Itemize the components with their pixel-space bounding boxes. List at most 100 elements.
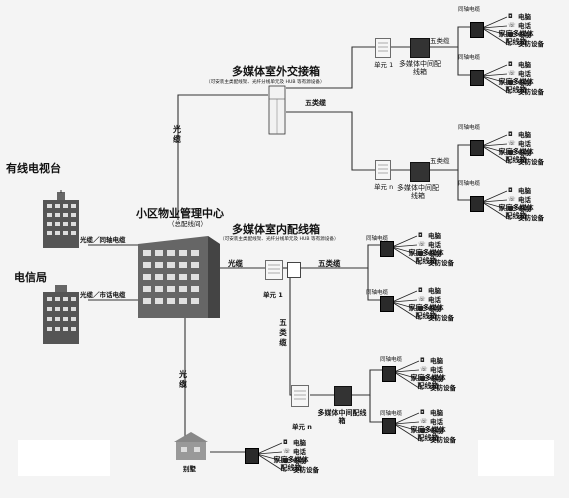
device-label: 安防设备 (428, 259, 454, 267)
phone-icon: ☏ (420, 366, 428, 373)
tv-icon: ■ (508, 149, 514, 156)
device-link (393, 369, 420, 373)
security-device-icon: ▯ (508, 88, 512, 95)
device-label: 电视 (518, 149, 531, 157)
computer-icon: ◘ (283, 439, 288, 446)
device-link (393, 360, 420, 373)
device-link (256, 442, 283, 455)
home-box (470, 196, 484, 212)
coax-label: 同轴电缆 (458, 55, 481, 61)
home-box (382, 366, 396, 382)
device-link (393, 371, 420, 389)
device-link (393, 423, 420, 432)
vertical-cat5-label: 五类缆 (279, 318, 287, 347)
coax-label: 同轴电缆 (458, 7, 481, 13)
phone-icon: ☏ (418, 296, 426, 303)
device-link (481, 201, 508, 210)
home-box (380, 241, 394, 257)
device-label: 电脑 (428, 232, 441, 240)
indoor-cat5-label: 五类缆 (318, 259, 341, 268)
mid-box-top (410, 38, 430, 58)
telecom-link-label: 光缆／市话电缆 (80, 291, 126, 299)
device-link (481, 143, 508, 147)
device-label: 安防设备 (428, 314, 454, 322)
tv-icon: ■ (283, 457, 289, 464)
outdoor-box-note: （可安装主类配线架、光纤分线单元及 HUB 等有源设备） (206, 80, 325, 85)
coax-label: 同轴电缆 (366, 290, 389, 296)
device-link (481, 145, 508, 163)
phone-icon: ☏ (418, 241, 426, 248)
home-box (470, 140, 484, 156)
home-box-label: 家庭多媒体配线箱 (408, 249, 444, 265)
device-label: 电脑 (430, 357, 443, 365)
device-label: 安防设备 (518, 158, 544, 166)
home-box (380, 296, 394, 312)
security-device-icon: ▯ (283, 466, 287, 473)
unit1-top-box (375, 38, 391, 58)
tv-icon: ■ (420, 427, 426, 434)
tv-icon: ■ (420, 375, 426, 382)
indoor-box-title: 多媒体室内配线箱 (232, 223, 320, 236)
device-label: 安防设备 (430, 384, 456, 392)
device-label: 电话 (518, 70, 531, 78)
device-link (481, 190, 508, 203)
telecom-label: 电信局 (14, 271, 47, 284)
indoor-unit1-label: 单元 1 (263, 291, 283, 299)
device-link (256, 453, 283, 462)
home-box-label: 家庭多媒体配线箱 (273, 456, 309, 472)
device-label: 电视 (428, 305, 441, 313)
device-link (481, 199, 508, 203)
device-label: 电脑 (518, 187, 531, 195)
home-box (245, 448, 259, 464)
coax-label: 同轴电缆 (458, 181, 481, 187)
computer-icon: ◘ (508, 61, 513, 68)
blank-panel-right (478, 440, 554, 476)
fiber-label-upper: 光缆 (173, 125, 181, 144)
device-link (391, 244, 418, 248)
coax-label: 同轴电缆 (366, 236, 389, 242)
phone-icon: ☏ (508, 140, 516, 147)
tv-link-label: 光缆／同轴电缆 (80, 236, 126, 244)
coax-label: 同轴电缆 (458, 125, 481, 131)
device-link (481, 145, 508, 154)
device-link (481, 75, 508, 93)
device-label: 安防设备 (518, 88, 544, 96)
device-link (481, 73, 508, 77)
tv-station-label: 有线电视台 (6, 162, 61, 175)
device-link (481, 64, 508, 77)
security-device-icon: ▯ (418, 314, 422, 321)
device-link (481, 27, 508, 45)
security-device-icon: ▯ (508, 40, 512, 47)
home-box-label: 家庭多媒体配线箱 (498, 204, 534, 220)
device-link (393, 371, 420, 380)
unit1-top-label: 单元 1 (374, 61, 394, 69)
coax-label: 同轴电缆 (380, 357, 403, 363)
device-link (391, 299, 418, 303)
tv-icon: ■ (418, 305, 424, 312)
device-link (256, 451, 283, 455)
computer-icon: ◘ (420, 357, 425, 364)
device-label: 电话 (428, 241, 441, 249)
indoor-unitn-box (291, 385, 309, 407)
fiber-label-lower: 光缆 (179, 370, 187, 389)
phone-icon: ☏ (283, 448, 291, 455)
device-label: 电视 (518, 205, 531, 213)
phone-icon: ☏ (508, 22, 516, 29)
security-device-icon: ▯ (508, 214, 512, 221)
villa-label: 别墅 (183, 465, 196, 473)
mid-box-bottom-label: 多媒体中间配线箱 (317, 409, 367, 425)
computer-icon: ◘ (420, 409, 425, 416)
mid-box-bottom (334, 386, 352, 406)
home-box (470, 22, 484, 38)
device-link (391, 235, 418, 248)
device-label: 电话 (428, 296, 441, 304)
home-box-label: 家庭多媒体配线箱 (410, 426, 446, 442)
security-device-icon: ▯ (418, 259, 422, 266)
center-title: 小区物业管理中心 (136, 207, 224, 220)
device-label: 电视 (293, 457, 306, 465)
device-link (481, 16, 508, 29)
device-label: 电视 (518, 79, 531, 87)
tv-icon: ■ (508, 205, 514, 212)
phone-icon: ☏ (508, 196, 516, 203)
